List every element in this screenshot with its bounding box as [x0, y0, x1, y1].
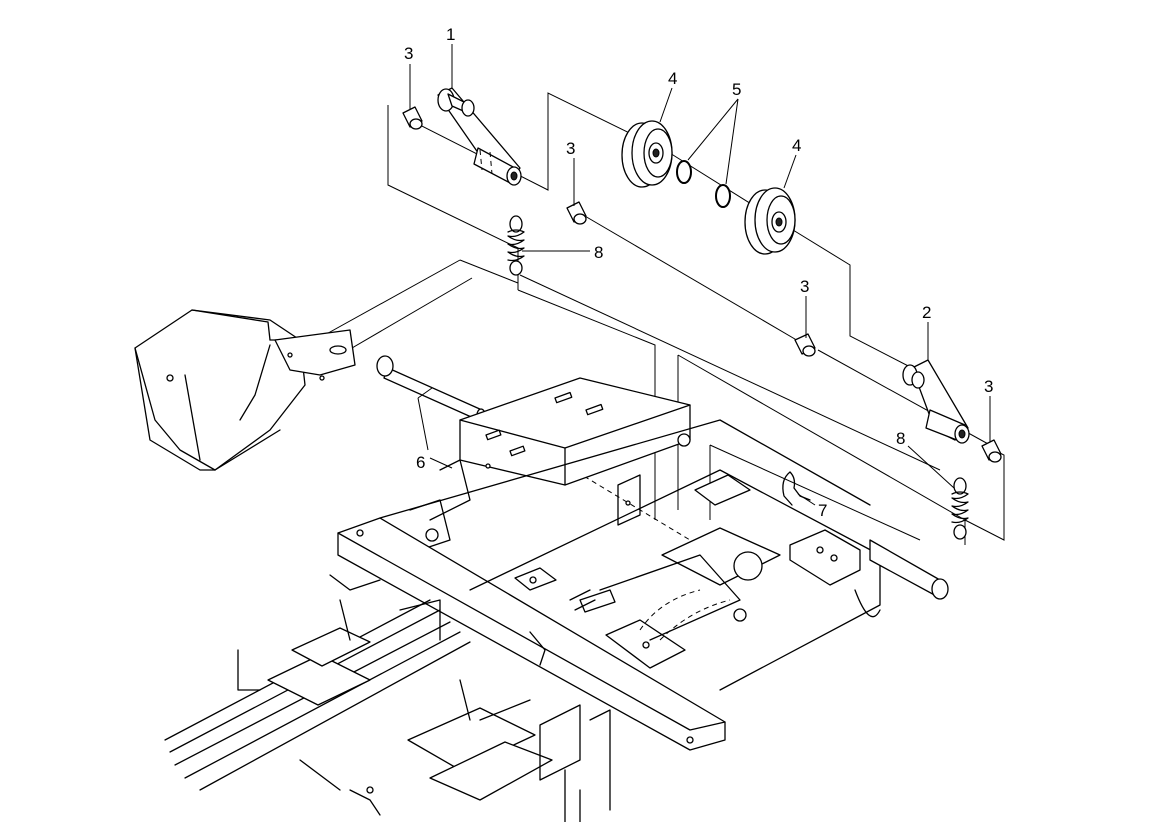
- callout-3c: 3: [800, 277, 809, 296]
- callout-labels: 1 2 3 3 3 3 4 4 5 6 7 8 8: [404, 25, 993, 520]
- frame-rails-left: [164, 574, 611, 822]
- callout-4a: 4: [668, 69, 677, 88]
- callout-8b: 8: [896, 429, 905, 448]
- belt-guard-shroud: [134, 309, 356, 471]
- bushing-3: [794, 333, 816, 357]
- callout-2: 2: [922, 303, 931, 322]
- cross-beam-upper: [409, 377, 691, 551]
- snap-ring-a: [676, 160, 692, 184]
- pulley-right: [744, 187, 796, 255]
- snap-ring-b: [715, 184, 731, 208]
- bushing-2: [566, 201, 587, 225]
- spring-right: [951, 477, 969, 540]
- callout-3a: 3: [404, 44, 413, 63]
- callout-8a: 8: [594, 243, 603, 262]
- pivot-pin: [376, 355, 691, 541]
- callout-4b: 4: [792, 136, 801, 155]
- callout-6: 6: [416, 453, 425, 472]
- callout-5: 5: [732, 80, 741, 99]
- callout-leaders: [409, 44, 991, 506]
- frame-main: [337, 419, 949, 751]
- callout-1: 1: [446, 25, 455, 44]
- bushing-1: [402, 106, 423, 130]
- idler-arm-left: [437, 87, 522, 186]
- callout-3b: 3: [566, 139, 575, 158]
- callout-3d: 3: [984, 377, 993, 396]
- callout-7: 7: [818, 501, 827, 520]
- bushing-4: [981, 439, 1002, 463]
- spring-left: [507, 215, 525, 276]
- pulley-left: [621, 120, 673, 188]
- hair-pin-clip: [782, 471, 811, 506]
- idler-arm-right: [902, 359, 970, 444]
